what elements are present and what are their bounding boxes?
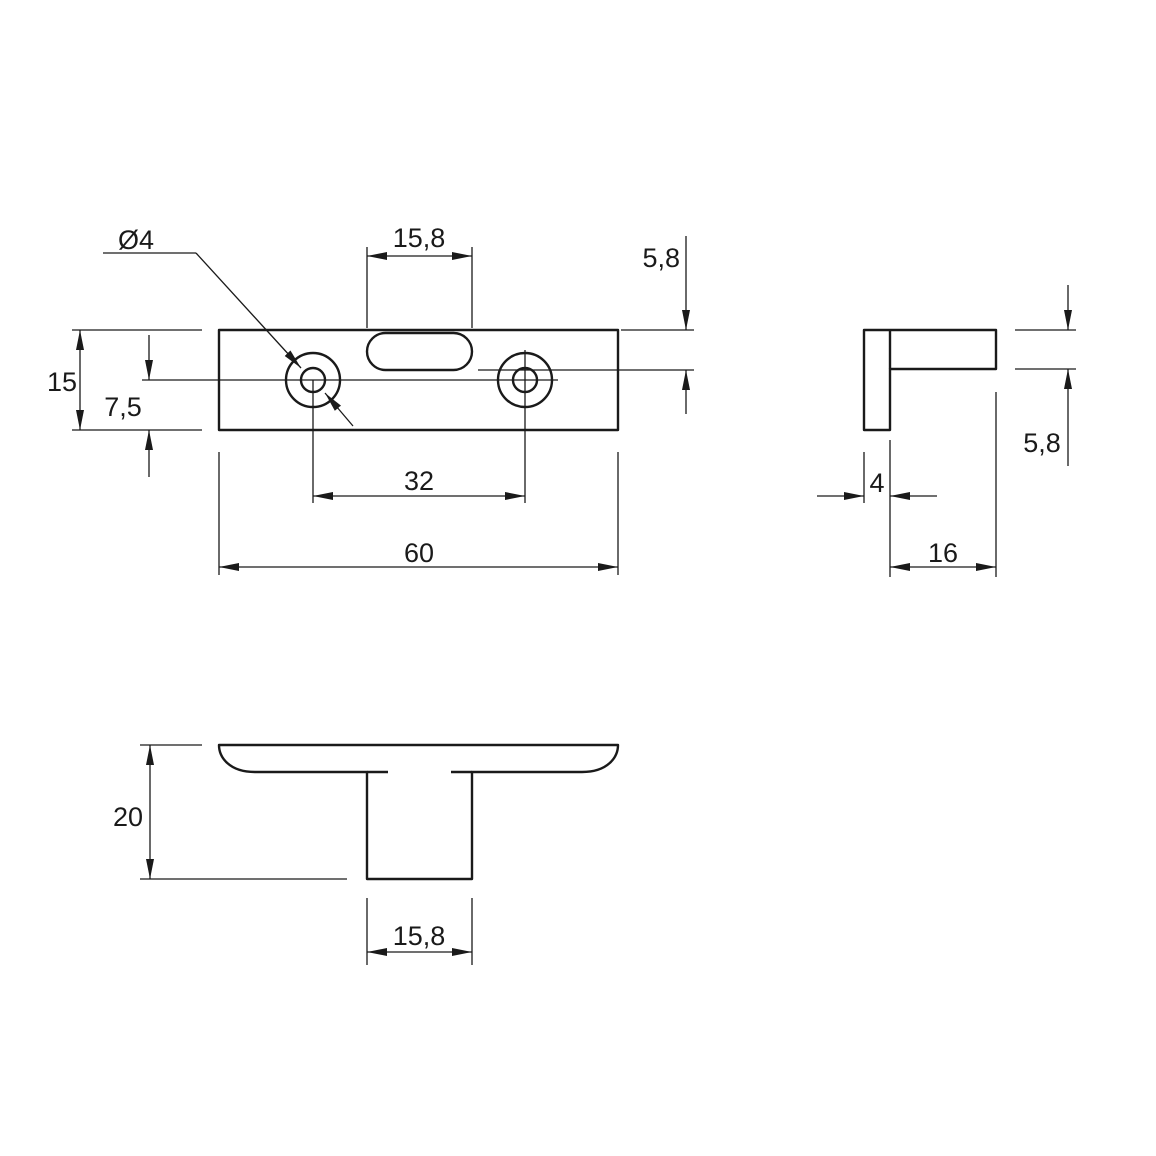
dim-hole-spacing-label: 32: [404, 466, 434, 496]
dim-side-offset: 5,8: [1015, 285, 1076, 466]
front-view: Ø4 15,8 5,8 15 7,5: [47, 223, 694, 575]
dim-offset-top: 5,8: [478, 236, 694, 414]
dim-side-thickness: 4: [817, 440, 937, 577]
side-view: 5,8 4 16: [817, 285, 1076, 577]
dim-side-depth-label: 16: [928, 538, 958, 568]
top-profile: [217, 743, 620, 881]
top-view: 20 15,8: [113, 743, 620, 965]
dim-side-offset-label: 5,8: [1023, 428, 1061, 458]
dim-half-height: 7,5: [104, 335, 153, 477]
dim-hole-diameter: Ø4: [103, 225, 354, 427]
dim-offset-top-label: 5,8: [642, 243, 680, 273]
dim-slot-width: 15,8: [366, 223, 473, 328]
dim-side-depth: 16: [890, 392, 997, 577]
slot: [365, 331, 474, 372]
dim-top-height-label: 20: [113, 802, 143, 832]
dim-tongue-width: 15,8: [366, 898, 473, 965]
dim-tongue-width-label: 15,8: [393, 921, 446, 951]
dim-height: 15: [47, 329, 202, 431]
dim-slot-width-label: 15,8: [393, 223, 446, 253]
dim-length: 60: [218, 452, 619, 575]
dim-hole-diameter-label: Ø4: [118, 225, 154, 255]
dim-side-thickness-label: 4: [869, 468, 884, 498]
dim-half-height-label: 7,5: [104, 392, 142, 422]
dim-height-label: 15: [47, 367, 77, 397]
dim-top-height: 20: [113, 744, 347, 880]
dim-length-label: 60: [404, 538, 434, 568]
side-profile: [862, 328, 998, 432]
dim-hole-spacing: 32: [313, 466, 525, 500]
